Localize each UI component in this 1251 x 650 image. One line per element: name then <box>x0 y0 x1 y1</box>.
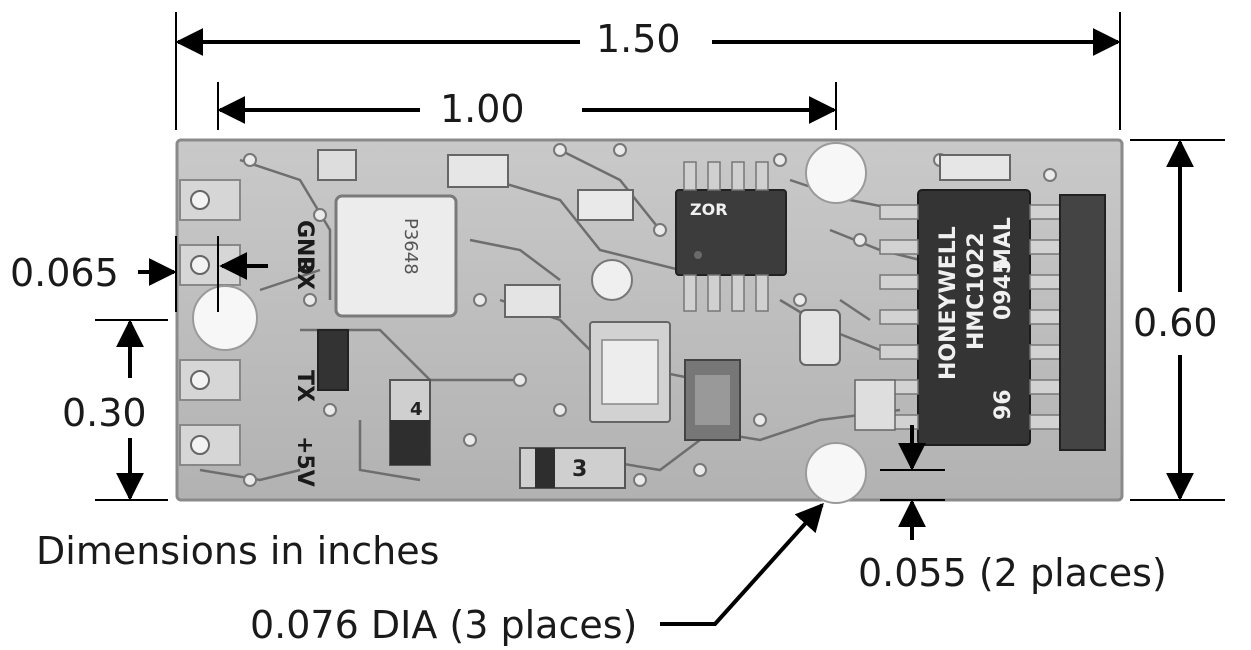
leader-hole-dia <box>660 502 824 626</box>
dim-label-hole-diameter: 0.076 DIA (3 places) <box>250 603 638 647</box>
soic-chip <box>675 161 787 312</box>
board-markings: GND RX TX +5V HONEYWELL HMC1022 0945 MAL… <box>292 200 1016 487</box>
caption-units: Dimensions in inches <box>36 529 440 573</box>
passive-components <box>317 149 1011 489</box>
chip-text-brand: HONEYWELL <box>936 226 961 380</box>
pin-label-gnd: GND <box>292 220 317 275</box>
pcb-board <box>175 138 1124 504</box>
part-label-3: 3 <box>572 457 587 482</box>
chip-text-part: HMC1022 <box>964 232 989 350</box>
module-text: P3648 <box>400 218 421 275</box>
dim-label-overall-length: 1.50 <box>596 17 681 61</box>
chip-text-code: MAL <box>991 217 1016 270</box>
dim-label-board-height: 0.60 <box>1133 301 1218 345</box>
pcb-vias <box>243 143 1057 487</box>
rf-module <box>334 194 458 318</box>
pin-label-5v: +5V <box>292 436 317 487</box>
chip-text-lot: 96 <box>991 389 1016 420</box>
pin-label-rx: RX <box>292 256 317 290</box>
honeywell-chip <box>879 189 1106 451</box>
chip2-text: ZOR <box>690 200 728 219</box>
chip-text-date: 0945 <box>991 259 1016 320</box>
pcb-traces <box>199 148 921 482</box>
part-label-4: 4 <box>410 399 423 420</box>
pin-label-tx: TX <box>292 370 317 402</box>
dim-label-pin-spacing: 0.30 <box>62 391 147 435</box>
dim-label-edge-clearance: 0.055 (2 places) <box>858 551 1167 595</box>
header-pads <box>179 179 241 466</box>
dimension-lines <box>95 12 1225 626</box>
dim-label-hole-spacing: 1.00 <box>440 87 525 131</box>
dim-label-pin-offset: 0.065 <box>10 251 119 295</box>
mounting-holes <box>192 142 867 504</box>
